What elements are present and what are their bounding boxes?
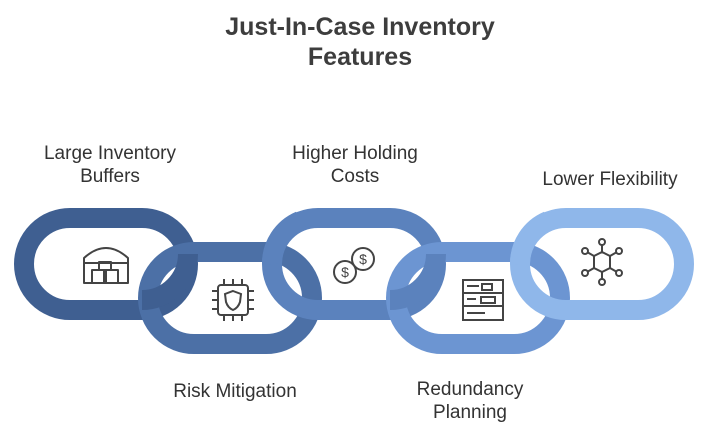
label-lower-flexibility: Lower Flexibility xyxy=(542,169,678,190)
title-line-1: Just-In-Case Inventory xyxy=(225,13,495,41)
chain-link-overlap xyxy=(389,253,446,310)
shelf-icon xyxy=(462,279,504,321)
chain-link-overlap xyxy=(262,211,305,265)
chain-link-overlap xyxy=(141,253,198,310)
label-higher-holding-costs: Higher Holding Costs xyxy=(292,143,418,187)
title-line-2: Features xyxy=(307,43,413,71)
diagram-title: Just-In-Case Inventory Features xyxy=(0,12,720,72)
svg-text:$: $ xyxy=(359,251,367,267)
label-risk-mitigation: Risk Mitigation xyxy=(173,381,297,402)
warehouse-icon xyxy=(83,247,129,284)
label-large-inventory-buffers: Large Inventory Buffers xyxy=(43,143,177,187)
chain-link-overlap xyxy=(510,211,553,265)
chain-interlock-overlaps xyxy=(141,211,553,310)
svg-text:$: $ xyxy=(341,264,349,280)
coins-icon: $ $ xyxy=(333,247,375,284)
network-icon xyxy=(581,238,623,286)
label-redundancy-planning: Redundancy Planning xyxy=(416,379,524,423)
chip-shield-icon xyxy=(212,279,254,321)
